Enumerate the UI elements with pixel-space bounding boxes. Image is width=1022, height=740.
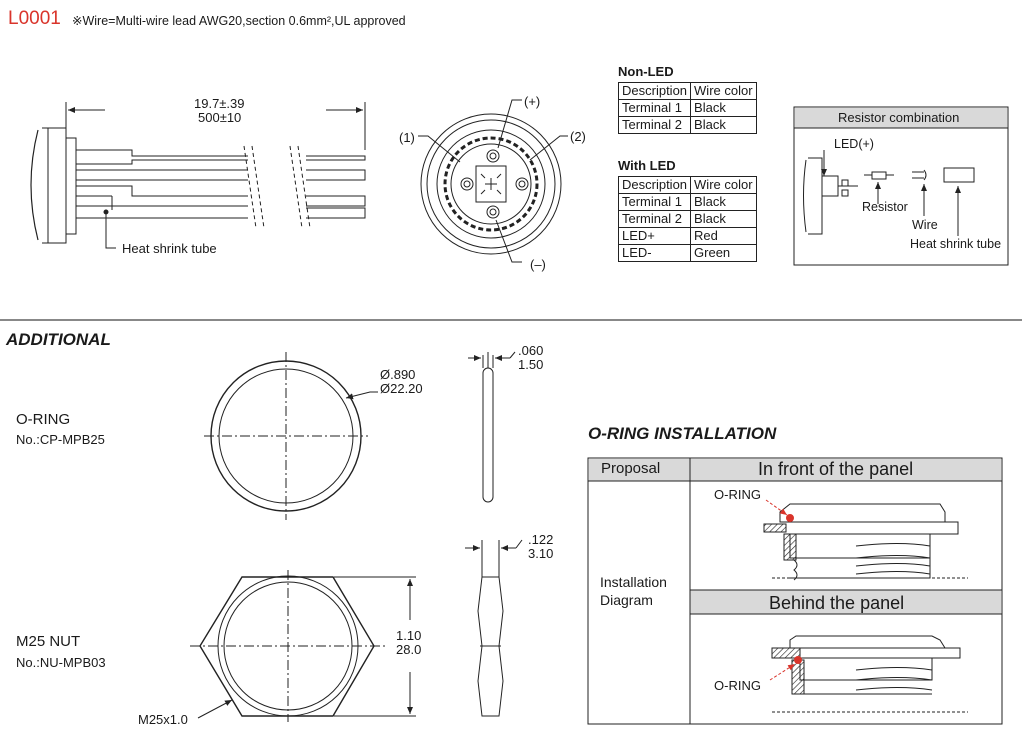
install-front-drawing bbox=[763, 499, 968, 581]
nut-part-no: No.:NU-MPB03 bbox=[16, 655, 106, 670]
front-view bbox=[418, 99, 568, 263]
oring-thick-mm: 1.50 bbox=[518, 357, 544, 372]
wire-length-mm: 500±10 bbox=[198, 110, 242, 125]
heat-shrink-label: Heat shrink tube bbox=[122, 241, 217, 256]
nut-drawing bbox=[190, 539, 523, 722]
terminal-1-label: (1) bbox=[399, 130, 415, 145]
table-cell: Black bbox=[690, 193, 757, 211]
part-code: L0001 bbox=[8, 8, 61, 29]
table-header: Description bbox=[617, 82, 692, 100]
table-cell: Terminal 2 bbox=[617, 116, 692, 134]
with-led-table: Description Wire color Terminal 1 Black … bbox=[617, 176, 757, 262]
table-header: Wire color bbox=[690, 176, 757, 194]
table-row: Terminal 2 Black bbox=[617, 210, 757, 228]
oring-behind-label: O-RING bbox=[714, 678, 761, 693]
side-view bbox=[30, 102, 366, 249]
table-row: Description Wire color bbox=[617, 82, 757, 100]
table-cell: Black bbox=[690, 99, 757, 117]
install-behind-drawing bbox=[769, 635, 968, 713]
terminal-plus-label: (+) bbox=[524, 94, 541, 109]
table-cell: LED+ bbox=[617, 227, 692, 245]
oring-dia-inch: Ø.890 bbox=[380, 367, 416, 382]
table-cell: Black bbox=[690, 210, 757, 228]
nut-thick-inch: .122 bbox=[528, 532, 554, 547]
non-led-title: Non-LED bbox=[618, 64, 674, 79]
table-cell: Terminal 2 bbox=[617, 210, 692, 228]
oring-name: O-RING bbox=[16, 411, 71, 428]
oring-front-label: O-RING bbox=[714, 487, 761, 502]
table-cell: Green bbox=[690, 244, 757, 262]
table-row: LED+ Red bbox=[617, 227, 757, 245]
installation-heading: O-RING INSTALLATION bbox=[588, 424, 777, 443]
installation-table bbox=[587, 457, 1003, 725]
led-plus-label: LED(+) bbox=[834, 137, 874, 151]
oring-drawing bbox=[204, 351, 516, 520]
oring-thick-inch: .060 bbox=[518, 343, 544, 358]
table-row: Terminal 1 Black bbox=[617, 193, 757, 211]
table-row: Description Wire color bbox=[617, 176, 757, 194]
wire-length-inch: 19.7±.39 bbox=[194, 96, 245, 111]
table-cell: LED- bbox=[617, 244, 692, 262]
heat-shrink-tube-label: Heat shrink tube bbox=[910, 237, 1002, 251]
table-header: Description bbox=[617, 176, 692, 194]
table-cell: Terminal 1 bbox=[617, 99, 692, 117]
table-cell: Red bbox=[690, 227, 757, 245]
behind-panel-label: Behind the panel bbox=[769, 593, 905, 613]
nut-name: M25 NUT bbox=[16, 633, 81, 650]
nut-thread: M25x1.0 bbox=[138, 712, 188, 727]
oring-part-no: No.:CP-MPB25 bbox=[16, 432, 105, 447]
table-row: Terminal 2 Black bbox=[617, 116, 757, 134]
wire-label: Wire bbox=[912, 218, 938, 232]
resistor-label: Resistor bbox=[862, 200, 908, 214]
additional-heading: ADDITIONAL bbox=[6, 330, 111, 349]
resistor-box bbox=[793, 106, 1009, 266]
wire-note: ※Wire=Multi-wire lead AWG20,section 0.6m… bbox=[72, 14, 406, 28]
nut-across-mm: 28.0 bbox=[396, 642, 422, 657]
resistor-box-title: Resistor combination bbox=[838, 110, 960, 125]
oring-dia-mm: Ø22.20 bbox=[380, 381, 423, 396]
table-header: Wire color bbox=[690, 82, 757, 100]
diagram-label-line2: Diagram bbox=[600, 592, 653, 608]
nut-thick-mm: 3.10 bbox=[528, 546, 554, 561]
terminal-minus-label: (–) bbox=[530, 257, 546, 272]
terminal-2-label: (2) bbox=[570, 129, 586, 144]
table-row: LED- Green bbox=[617, 244, 757, 262]
table-row: Terminal 1 Black bbox=[617, 99, 757, 117]
table-cell: Terminal 1 bbox=[617, 193, 692, 211]
front-panel-label: In front of the panel bbox=[758, 459, 914, 479]
proposal-label: Proposal bbox=[601, 460, 661, 477]
non-led-table: Description Wire color Terminal 1 Black … bbox=[617, 82, 757, 134]
nut-across-inch: 1.10 bbox=[396, 628, 422, 643]
table-cell: Black bbox=[690, 116, 757, 134]
with-led-title: With LED bbox=[618, 158, 676, 173]
diagram-label-line1: Installation bbox=[600, 574, 667, 590]
